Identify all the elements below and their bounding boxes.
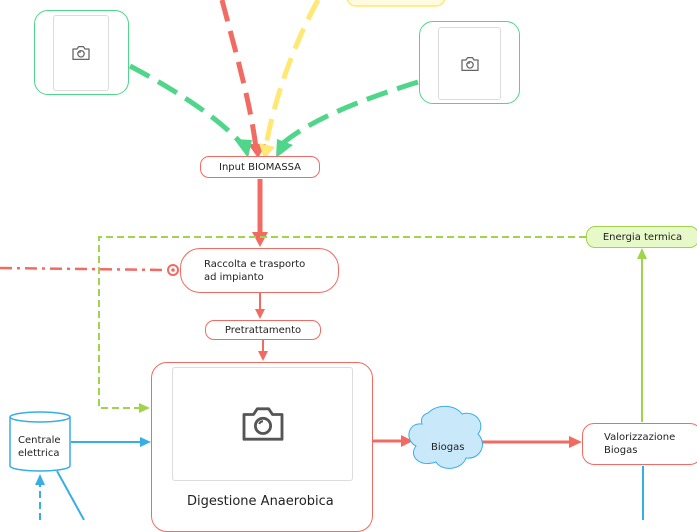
arrowhead-blue-dashed-up	[35, 474, 45, 485]
camera-icon	[72, 45, 90, 61]
node-valorizzazione-biogas[interactable]: Valorizzazione Biogas	[582, 423, 697, 465]
node-energia-termica-label: Energia termica	[602, 231, 683, 243]
node-digestione-anaerobica[interactable]: Digestione Anaerobica	[151, 362, 373, 532]
image-placeholder-right	[438, 27, 501, 100]
yellow-node-partial	[346, 0, 446, 7]
arrowhead-green-left	[234, 139, 252, 158]
node-input-biomassa[interactable]: Input BIOMASSA	[200, 156, 320, 178]
image-placeholder-digestione	[172, 367, 353, 481]
image-card-right	[419, 21, 520, 104]
image-placeholder-left	[53, 15, 109, 91]
node-energia-termica[interactable]: Energia termica	[586, 226, 697, 248]
node-pretrattamento-label: Pretrattamento	[224, 324, 302, 336]
connector-blue-diagonal	[56, 470, 85, 520]
node-biogas[interactable]: Biogas	[431, 442, 465, 453]
arrowhead-green-right	[276, 139, 293, 158]
connector-green-left	[128, 63, 244, 146]
connector-red-dashdot	[0, 266, 167, 272]
arrowhead-energia-digestione	[139, 403, 150, 413]
node-valorizzazione-biogas-label: Valorizzazione Biogas	[604, 432, 676, 456]
arrowhead-centrale-digestione	[140, 437, 151, 447]
image-card-left	[34, 10, 129, 95]
node-raccolta-trasporto[interactable]: Raccolta e trasporto ad impianto	[180, 248, 339, 293]
node-pretrattamento[interactable]: Pretrattamento	[205, 320, 321, 340]
node-input-biomassa-label: Input BIOMASSA	[219, 161, 301, 173]
connector-energia-digestione	[98, 236, 586, 409]
connector-red-top	[219, 0, 259, 149]
camera-icon	[242, 407, 283, 441]
arrowhead-yellow-top	[259, 143, 275, 159]
arrowhead-pretr-digestione	[258, 351, 268, 361]
node-digestione-anaerobica-label: Digestione Anaerobica	[187, 494, 334, 509]
arrowhead-valor-energia	[637, 248, 647, 259]
node-centrale-elettrica[interactable]: Centrale elettrica	[12, 433, 68, 461]
camera-icon	[460, 56, 479, 71]
connector-yellow-top	[263, 0, 321, 147]
arrowhead-input-raccolta	[252, 232, 268, 247]
connector-layer	[0, 0, 647, 520]
node-centrale-elettrica-label: Centrale elettrica	[18, 435, 61, 459]
connector-green-right	[280, 79, 419, 146]
arrowhead-biogas-valorizzazione	[569, 436, 582, 448]
arrowhead-raccolta-pretr	[255, 309, 265, 319]
biogas-cloud	[408, 405, 483, 469]
node-raccolta-trasporto-label: Raccolta e trasporto ad impianto	[204, 258, 306, 283]
centrale-elettrica-shape	[9, 411, 71, 472]
arrowhead-digestione-biogas	[401, 435, 413, 447]
